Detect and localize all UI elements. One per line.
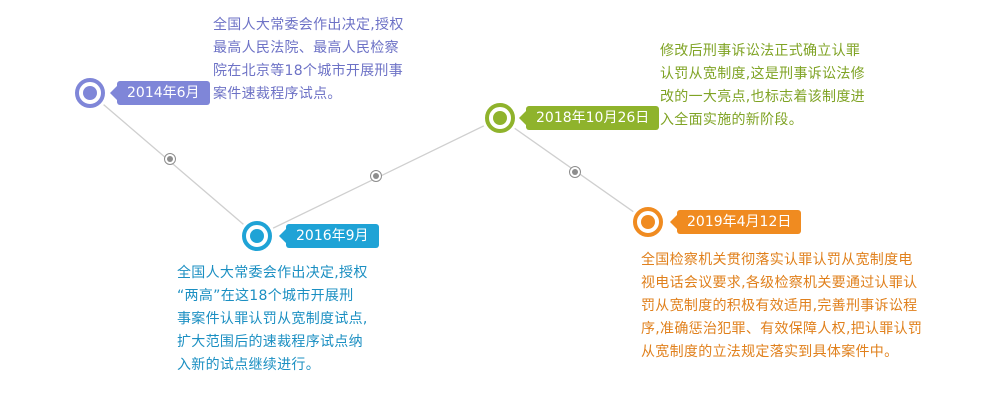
midpoint-marker-3 [569, 166, 581, 178]
event-date-2018: 2018年10月26日 [518, 106, 660, 130]
event-node-2016 [239, 218, 275, 254]
event-date-2014: 2014年6月 [110, 81, 210, 105]
event-node-2019 [630, 204, 666, 240]
event-description-2014: 全国人大常委会作出决定,授权 最高人民法院、最高人民检察 院在北京等18个城市开… [213, 17, 404, 102]
midpoint-marker-2 [370, 170, 382, 182]
event-date-2016: 2016年9月 [279, 224, 379, 248]
midpoint-marker-1 [164, 153, 176, 165]
event-description-2018: 修改后刑事诉讼法正式确立认罪 认罚从宽制度,这是刑事诉讼法修 改的一大亮点,也标… [660, 43, 865, 128]
event-date-2019: 2019年4月12日 [669, 210, 802, 234]
event-description-2019: 全国检察机关贯彻落实认罪认罚从宽制度电 视电话会议要求,各级检察机关要通过认罪认… [641, 252, 923, 360]
event-node-2014 [72, 75, 108, 111]
event-description-2016: 全国人大常委会作出决定,授权 “两高”在这18个城市开展刑 事案件认罪认罚从宽制… [177, 265, 368, 373]
event-node-2018 [482, 100, 518, 136]
